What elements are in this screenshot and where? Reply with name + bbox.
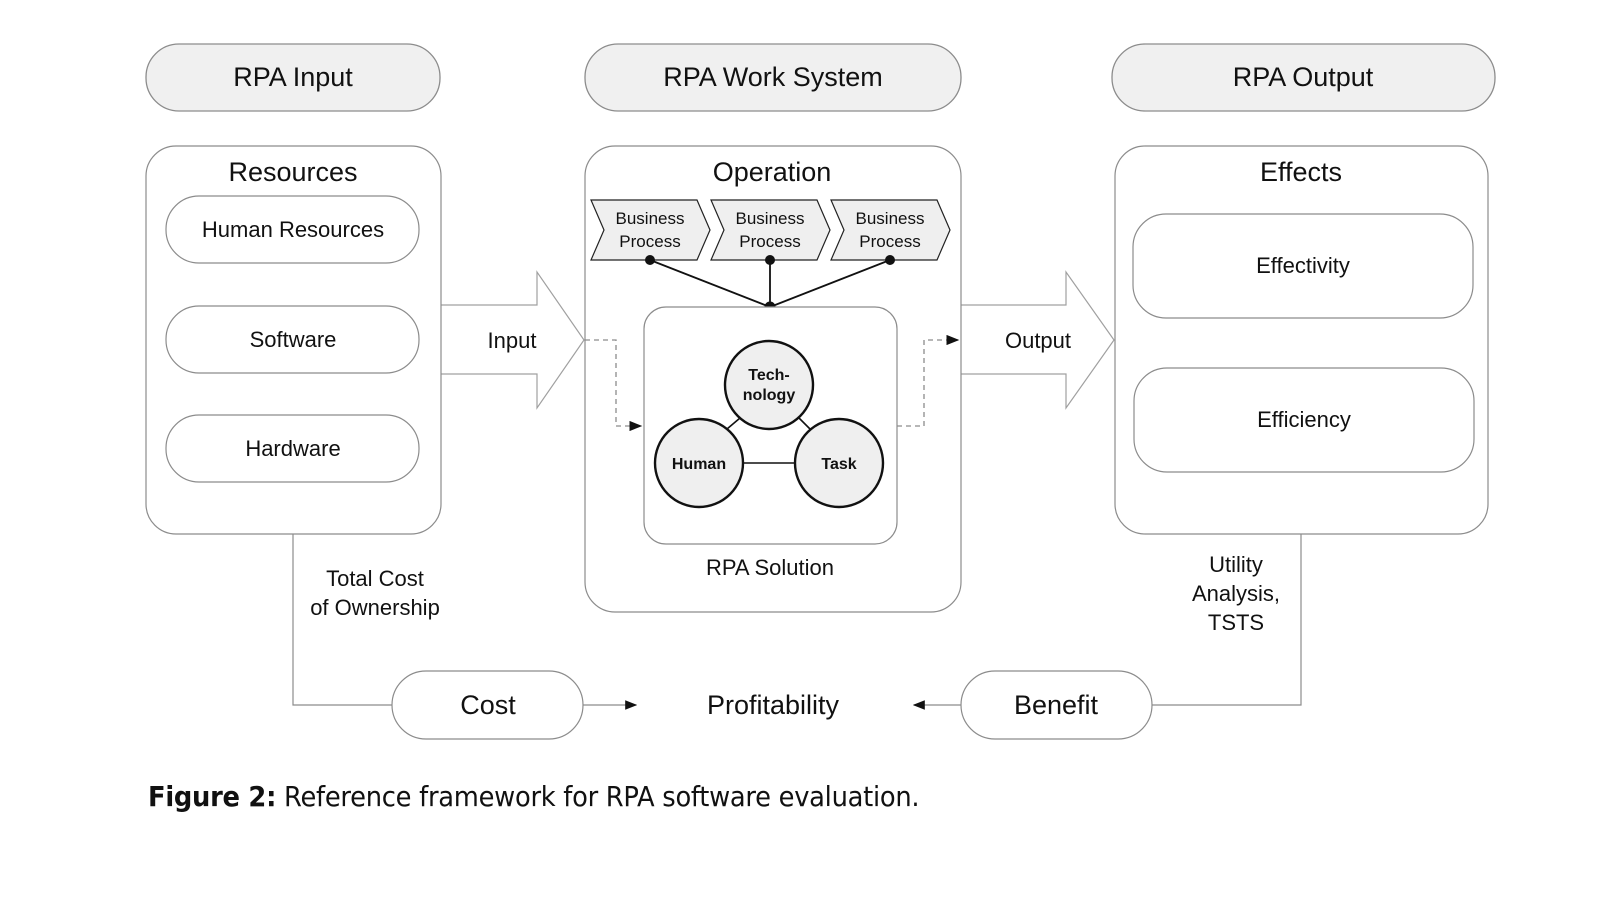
business-process-label: Business xyxy=(616,209,685,228)
human-circle: Human xyxy=(653,417,745,509)
output-arrow-label: Output xyxy=(1005,328,1071,353)
input-arrow: Input xyxy=(441,270,585,410)
header-rpa-output: RPA Output xyxy=(1111,43,1496,112)
effect-item: Effectivity xyxy=(1132,213,1474,319)
business-process-label: Process xyxy=(619,232,680,251)
benefit-label: Benefit xyxy=(1014,690,1099,720)
cost-pill: Cost xyxy=(391,670,584,740)
resource-item-label: Hardware xyxy=(245,436,340,461)
cost-label: Cost xyxy=(460,690,516,720)
header-rpa-input-label: RPA Input xyxy=(233,62,353,92)
business-process: Business Process xyxy=(830,199,951,261)
business-process: Business Process xyxy=(590,199,711,261)
figure-caption: Figure 2: Reference framework for RPA so… xyxy=(148,780,920,813)
header-rpa-work-system: RPA Work System xyxy=(584,43,962,112)
process-connectors xyxy=(649,259,891,308)
resources-box: Resources Human Resources Software Hardw… xyxy=(145,145,442,535)
resource-item: Software xyxy=(165,305,420,374)
figure-caption-text: Reference framework for RPA software eva… xyxy=(276,780,920,813)
profitability-label: Profitability xyxy=(707,690,840,720)
effect-item-label: Effectivity xyxy=(1256,253,1350,278)
task-circle: Task xyxy=(793,417,885,509)
rpa-solution-label: RPA Solution xyxy=(706,555,834,580)
benefit-connector-line xyxy=(1152,534,1302,706)
human-label: Human xyxy=(672,456,726,473)
dashed-input-flow xyxy=(585,339,643,432)
operation-title: Operation xyxy=(713,157,832,187)
resource-item: Hardware xyxy=(165,414,420,483)
effect-item-label: Efficiency xyxy=(1257,407,1351,432)
input-arrow-label: Input xyxy=(488,328,537,353)
technology-label: nology xyxy=(743,387,796,404)
resource-item-label: Human Resources xyxy=(202,217,384,242)
header-rpa-work-system-label: RPA Work System xyxy=(663,62,883,92)
effect-item: Efficiency xyxy=(1133,367,1475,473)
benefit-pill: Benefit xyxy=(960,670,1153,740)
operation-box: Operation Business Process Business Proc… xyxy=(584,145,962,613)
utility-analysis-label: TSTS xyxy=(1208,610,1264,635)
business-process: Business Process xyxy=(710,199,831,261)
business-process-label: Process xyxy=(739,232,800,251)
technology-label: Tech- xyxy=(748,367,789,384)
circle-connectors xyxy=(726,417,811,464)
effects-title: Effects xyxy=(1260,157,1342,187)
header-rpa-output-label: RPA Output xyxy=(1233,62,1374,92)
business-process-label: Business xyxy=(736,209,805,228)
utility-analysis-label: Analysis, xyxy=(1192,581,1280,606)
header-rpa-input: RPA Input xyxy=(145,43,441,112)
tco-label: of Ownership xyxy=(310,595,440,620)
business-process-label: Process xyxy=(859,232,920,251)
output-arrow: Output xyxy=(961,270,1115,410)
dashed-output-flow xyxy=(897,334,960,427)
business-process-label: Business xyxy=(856,209,925,228)
tco-label: Total Cost xyxy=(326,566,424,591)
task-label: Task xyxy=(821,456,856,473)
resource-item: Human Resources xyxy=(165,195,420,264)
effects-box: Effects Effectivity Efficiency xyxy=(1114,145,1489,535)
resources-title: Resources xyxy=(228,157,357,187)
cost-connector-line xyxy=(292,534,392,706)
technology-circle: Tech- nology xyxy=(723,339,815,431)
utility-analysis-label: Utility xyxy=(1209,552,1263,577)
figure-caption-prefix: Figure 2: xyxy=(148,780,277,813)
resource-item-label: Software xyxy=(250,327,337,352)
